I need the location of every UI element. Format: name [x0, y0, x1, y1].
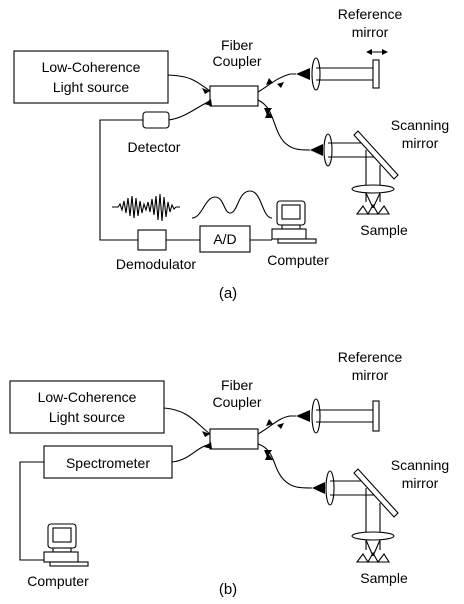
reference-mirror-label-2: mirror: [352, 367, 389, 383]
focus-line: [365, 539, 374, 557]
panel-b: Low-Coherence Light source Fiber Coupler…: [9, 349, 449, 598]
focus-line: [365, 192, 374, 209]
arrow-icon: [266, 419, 273, 426]
fiber-coupler-label-2: Coupler: [212, 53, 261, 69]
arrow-icon: [277, 82, 284, 88]
sample-lens: [325, 470, 335, 506]
detector-label: Detector: [128, 139, 181, 155]
envelope-signal: [191, 190, 273, 219]
computer-icon: [271, 200, 317, 244]
panel-a: Low-Coherence Light source Fiber Coupler…: [13, 6, 449, 302]
caption-a: (a): [219, 285, 237, 302]
scanning-mirror-label-1: Scanning: [391, 457, 449, 473]
ad-converter: [199, 225, 251, 253]
arrow-icon: [202, 431, 210, 437]
arrow-icon: [204, 442, 212, 449]
detector-cable: [99, 119, 143, 241]
fiber-spectrometer: [171, 443, 211, 463]
fiber-coupler-label-1: Fiber: [221, 37, 253, 53]
demodulator: [137, 229, 167, 251]
objective-lens: [351, 531, 395, 541]
reference-mirror-label-1: Reference: [338, 349, 403, 365]
fiber-reference: [257, 73, 296, 93]
arrow-icon: [382, 49, 388, 55]
sample-lens-tip: [312, 482, 325, 494]
scanning-mirror-label-1: Scanning: [391, 117, 449, 133]
arrow-icon: [202, 88, 210, 94]
sample-label: Sample: [360, 222, 408, 238]
reference-lens-tip: [296, 410, 310, 422]
caption-b: (b): [219, 581, 237, 598]
scanning-mirror: [353, 130, 399, 180]
light-source-box: [9, 380, 165, 434]
fiber-coupler-label-2: Coupler: [212, 394, 261, 410]
objective-lens: [351, 184, 395, 194]
fiber-sample: [257, 99, 311, 151]
fiber-source: [163, 407, 211, 435]
fiber-coupler-label-1: Fiber: [221, 377, 253, 393]
light-source-label-1: Low-Coherence: [38, 389, 137, 405]
arrow-icon: [266, 78, 273, 85]
ad-label: A/D: [213, 231, 236, 247]
arrow-icon: [204, 99, 212, 106]
sample-label: Sample: [360, 570, 408, 586]
arrow-icon: [265, 453, 273, 460]
arrow-icon: [366, 49, 372, 55]
sample-lens: [323, 133, 333, 167]
fiber-source: [167, 74, 211, 92]
interferogram-signal: [112, 193, 180, 222]
reference-mirror-label-1: Reference: [338, 6, 403, 22]
light-source-label-1: Low-Coherence: [42, 59, 141, 75]
reference-lens-tip: [296, 68, 310, 80]
spectrometer-cable: [19, 461, 48, 561]
reference-mirror-label-2: mirror: [352, 24, 389, 40]
spectrometer-label: Spectrometer: [66, 455, 150, 471]
fiber-coupler: [209, 85, 259, 107]
focus-line: [372, 192, 381, 209]
computer-icon: [43, 523, 89, 567]
sample-surface: [355, 551, 390, 564]
demodulator-label: Demodulator: [116, 256, 196, 272]
fiber-coupler: [209, 428, 259, 450]
reference-lens: [311, 398, 321, 434]
light-source-box: [13, 50, 169, 104]
scanning-mirror-label-2: mirror: [402, 475, 439, 491]
reference-lens: [311, 57, 321, 91]
fiber-detector: [167, 100, 211, 121]
light-source-label-2: Light source: [53, 79, 129, 95]
fiber-reference: [257, 415, 296, 435]
computer-label: Computer: [267, 252, 329, 268]
arrow-icon: [277, 423, 284, 429]
arrow-icon: [265, 111, 273, 118]
reference-mirror: [372, 400, 380, 432]
sample-surface: [355, 203, 390, 216]
arrow-icon: [264, 450, 272, 457]
sample-lens-tip: [310, 144, 323, 156]
detector: [142, 111, 170, 129]
reference-mirror: [372, 59, 380, 89]
light-source-label-2: Light source: [49, 409, 125, 425]
scanning-mirror-label-2: mirror: [402, 135, 439, 151]
computer-label: Computer: [27, 573, 89, 589]
arrow-icon: [264, 108, 272, 115]
focus-line: [372, 539, 381, 557]
scanning-mirror: [353, 468, 399, 518]
